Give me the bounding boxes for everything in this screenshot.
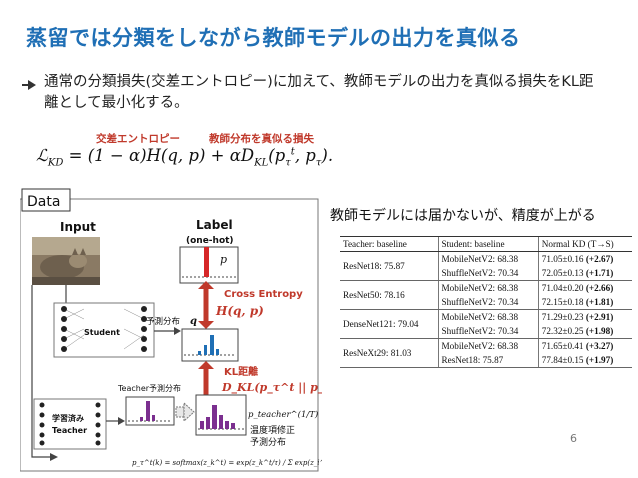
kd-cell: 71.04±0.20 (+2.66) — [537, 280, 632, 295]
bullet-text: 通常の分類損失(交差エントロピー)に加えて、教師モデルの出力を真似る損失をKL距… — [44, 74, 594, 111]
label-title: Label — [196, 218, 233, 232]
student-q: q — [190, 316, 197, 327]
ce-label: Cross Entropy — [224, 289, 303, 300]
data-box — [21, 188, 71, 212]
result-headline: 教師モデルには届かないが、精度が上がる — [330, 208, 596, 224]
p-teacher-label: p_teacher^(1/T) — [248, 409, 318, 420]
teacher-cell: ResNeXt29: 81.03 — [340, 338, 438, 368]
teacher-cell: DenseNet121: 79.04 — [340, 309, 438, 339]
student-network-graph — [63, 308, 145, 350]
kd-gain: (+1.98) — [585, 326, 614, 336]
student-nodes — [61, 306, 147, 352]
kd-cell: 71.65±0.41 (+3.27) — [537, 338, 632, 353]
header-teacher: Teacher: baseline — [340, 236, 438, 252]
teacher-cell: ResNet50: 78.16 — [340, 280, 438, 310]
header-student: Student: baseline — [437, 236, 539, 252]
label-sub: (one-hot) — [186, 236, 234, 246]
student-cell: MobileNetV2: 68.38 — [437, 309, 539, 324]
slide-title: 蒸留では分類をしながら教師モデルの出力を真似る — [26, 26, 521, 50]
teacher-cell: ResNet18: 75.87 — [340, 251, 438, 281]
teacher-network-box — [33, 398, 107, 450]
kd-cell: 72.15±0.18 (+1.81) — [537, 295, 632, 310]
distillation-diagram: Data Input Label (one-hot) p Cross Entro… — [20, 188, 322, 472]
teacher-line2: Teacher — [52, 426, 87, 435]
student-label: Student — [84, 328, 120, 337]
kd-gain: (+1.81) — [585, 297, 614, 307]
kd-gain: (+3.27) — [585, 341, 614, 351]
student-network-box — [53, 302, 155, 358]
student-cell: MobileNetV2: 68.38 — [437, 251, 539, 266]
kd-gain: (+2.67) — [585, 254, 614, 264]
temp-line1: 温度項修正 — [250, 424, 295, 436]
kd-cell: 71.29±0.23 (+2.91) — [537, 309, 632, 324]
student-cell: MobileNetV2: 68.38 — [437, 280, 539, 295]
input-label: Input — [60, 220, 96, 234]
eq-label-cross-entropy: 交差エントロピー — [96, 133, 180, 145]
student-pred-label: 予測分布 — [146, 316, 180, 327]
kd-value: 71.04±0.20 — [541, 283, 584, 293]
kd-value: 72.15±0.18 — [541, 297, 584, 307]
student-cell: MobileNetV2: 68.38 — [437, 338, 539, 353]
header-kd: Normal KD (T→S) — [537, 236, 632, 252]
kd-gain: (+2.66) — [585, 283, 614, 293]
page-number: 6 — [570, 432, 577, 445]
kd-gain: (+2.91) — [585, 312, 614, 322]
temp-line2: 予測分布 — [250, 436, 286, 448]
kl-label: KL距離 — [224, 365, 258, 378]
kd-value: 71.29±0.23 — [541, 312, 584, 322]
data-frame — [20, 198, 319, 472]
kd-value: 72.05±0.13 — [541, 268, 584, 278]
kd-gain: (+1.97) — [585, 355, 614, 365]
label-bar — [204, 247, 209, 277]
kd-value: 71.65±0.41 — [541, 341, 584, 351]
eq-label-kl-loss: 教師分布を真似る損失 — [209, 133, 314, 145]
student-cell: ShuffleNetV2: 70.34 — [437, 295, 539, 310]
kd-cell: 71.05±0.16 (+2.67) — [537, 251, 632, 266]
kd-cell: 72.32±0.25 (+1.98) — [537, 324, 632, 339]
student-cell: ShuffleNetV2: 70.34 — [437, 266, 539, 281]
results-table: Teacher: baseline Student: baseline Norm… — [340, 236, 632, 368]
teacher-pred-bars — [140, 401, 155, 421]
input-to-teacher-line — [31, 285, 50, 458]
kd-value: 72.32±0.25 — [541, 326, 584, 336]
student-pred-bars — [198, 335, 219, 355]
tempered-pred-bars — [200, 405, 235, 429]
teacher-pred-label: Teacher予測分布 — [117, 383, 181, 393]
teacher-line1: 学習済み — [52, 413, 84, 423]
kd-loss-formula: ℒKD = (1 − α)H(q, p) + αDKL(pτt, pτ). — [36, 146, 334, 169]
softmax-formula: p_τ^t(k) = softmax(z_k^t) = exp(z_k^t/τ)… — [132, 459, 322, 467]
h-qp-label: H(q, p) — [215, 304, 264, 318]
kl-formula: D_KL(p_τ^t || p_τ) — [221, 381, 322, 395]
kd-cell: 77.84±0.15 (+1.97) — [537, 353, 632, 368]
input-cat-image — [32, 237, 100, 285]
student-cell: ResNet18: 75.87 — [437, 353, 539, 368]
data-label: Data — [27, 194, 60, 210]
label-p: p — [220, 253, 227, 266]
table-header-row: Teacher: baseline Student: baseline Norm… — [340, 236, 632, 252]
kd-cell: 72.05±0.13 (+1.71) — [537, 266, 632, 281]
kd-value: 71.05±0.16 — [541, 254, 584, 264]
bullet-arrow-icon — [22, 80, 36, 90]
student-cell: ShuffleNetV2: 70.34 — [437, 324, 539, 339]
temperature-arrow — [183, 401, 195, 423]
kd-gain: (+1.71) — [585, 268, 614, 278]
kd-value: 77.84±0.15 — [541, 355, 584, 365]
teacher-nodes — [39, 402, 101, 446]
